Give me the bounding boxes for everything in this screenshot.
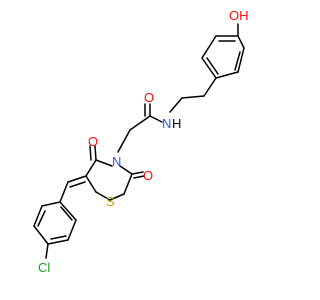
molecule-structure: OH O N H N O O S Cl (33, 8, 249, 275)
carbonyl-oxygen-2-label: O (143, 168, 153, 183)
chlorine-label: Cl (38, 260, 50, 275)
carbonyl-oxygen-4-label: O (88, 134, 98, 149)
amide-nitrogen-label: N (162, 116, 171, 131)
structure-drawing: OH O N H N O O S Cl (33, 8, 249, 275)
amide-oxygen-label: O (144, 90, 154, 105)
ring-sulfur-label: S (106, 194, 115, 209)
amide-hydrogen-label: H (172, 116, 181, 131)
ring-nitrogen-label: N (112, 154, 121, 169)
bond-lines (33, 23, 245, 259)
hydroxyl-label: OH (229, 8, 249, 23)
